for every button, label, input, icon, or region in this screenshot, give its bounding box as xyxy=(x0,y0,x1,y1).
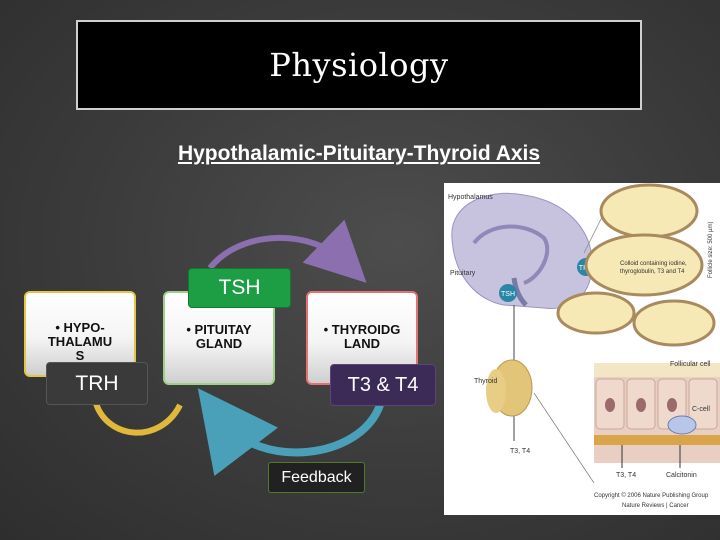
t3-t4-label: T3 & T4 xyxy=(330,364,436,406)
fig-thyroid-label: Thyroid xyxy=(474,378,497,385)
thyroid-card-text: • THYROIDG LAND xyxy=(324,323,401,383)
thyroid-line-2: LAND xyxy=(343,336,381,351)
fig-hypothalamus-label: Hypothalamus xyxy=(448,194,493,201)
fig-follicular-cell-label: Follicular cell xyxy=(670,361,711,368)
fig-calcitonin-label: Calcitonin xyxy=(666,472,697,479)
hypothalamus-line-3: S xyxy=(75,348,85,363)
fig-tsh-badge: TSH xyxy=(501,291,515,298)
thyroid-line-1: • THYROIDG xyxy=(323,322,401,337)
hypothalamus-line-2: THALAMU xyxy=(47,334,113,349)
fig-journal: Nature Reviews | Cancer xyxy=(622,503,689,509)
title-box: Physiology xyxy=(76,20,642,110)
brain-shape xyxy=(451,192,593,309)
pituitary-line-2: GLAND xyxy=(195,336,243,351)
tsh-arrow xyxy=(207,219,367,283)
tsh-label: TSH xyxy=(188,268,291,308)
feedback-arrow xyxy=(197,388,384,477)
pituitary-card-text: • PITUITAY GLAND xyxy=(186,323,251,383)
fig-colloid-label: Colloid containing iodine, thyroglobulin… xyxy=(620,261,688,275)
fig-pituitary-label: Pituitary xyxy=(450,270,476,277)
slide-subtitle: Hypothalamic-Pituitary-Thyroid Axis xyxy=(177,142,541,165)
feedback-label: Feedback xyxy=(268,462,365,493)
hypothalamus-line-1: • HYPO- xyxy=(55,320,105,335)
fig-copyright: Copyright © 2006 Nature Publishing Group xyxy=(594,492,709,499)
hypothalamus-card-text: • HYPO- THALAMU S xyxy=(48,321,112,375)
fig-t3t4-bottom-label: T3, T4 xyxy=(616,472,636,479)
pituitary-stalk xyxy=(511,277,528,307)
figure-illustration: Hypothalamus Pituitary TRH TSH Thyroid T… xyxy=(448,183,720,509)
fig-c-cell-label: C-cell xyxy=(692,406,710,413)
fig-t3t4-out-label: T3, T4 xyxy=(510,448,530,455)
fig-follicle-size-label: Follicle size: 500 µm) xyxy=(708,222,714,278)
pituitary-line-1: • PITUITAY xyxy=(186,322,252,337)
slide-title: Physiology xyxy=(269,46,449,84)
trh-label: TRH xyxy=(46,362,148,405)
trh-arrow xyxy=(92,399,183,436)
thyroid-axis-figure: Hypothalamus Pituitary TRH TSH Thyroid T… xyxy=(444,183,720,515)
